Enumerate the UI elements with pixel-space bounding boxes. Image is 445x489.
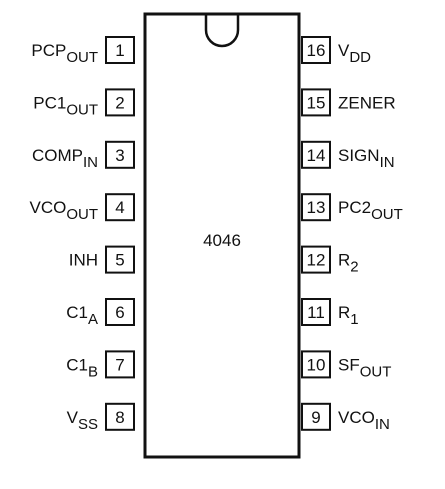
right-pin-number-12: 12 (307, 251, 326, 270)
right-pin-name-15: ZENER (338, 93, 396, 112)
left-pin-subscript-4: OUT (66, 206, 98, 223)
right-pin-label-9: VCOIN (338, 408, 390, 433)
right-pin-subscript-11: 1 (350, 311, 358, 328)
left-pin-number-8: 8 (115, 408, 124, 427)
right-pin-name-10: SF (338, 355, 360, 374)
left-pin-name-3: COMP (32, 146, 83, 165)
left-pin-name-7: C1 (66, 355, 88, 374)
left-pin-subscript-2: OUT (66, 101, 98, 118)
left-pin-box-6 (105, 298, 135, 326)
pin1-notch (204, 14, 240, 48)
left-pin-name-8: V (67, 408, 79, 427)
left-pin-label-5: INH (69, 251, 98, 270)
right-pin-label-12: R2 (338, 251, 359, 276)
right-pin-label-14: SIGNIN (338, 146, 395, 171)
left-pin-number-6: 6 (115, 303, 124, 322)
right-pin-label-11: R1 (338, 303, 359, 328)
right-pin-name-9: VCO (338, 408, 375, 427)
left-pin-box-7 (105, 350, 135, 379)
left-pin-label-4: VCOOUT (29, 198, 98, 223)
right-pin-number-10: 10 (307, 355, 326, 374)
left-pin-name-2: PC1 (33, 93, 66, 112)
right-pin-name-13: PC2 (338, 198, 371, 217)
chip-body (143, 12, 301, 459)
right-pin-label-13: PC2OUT (338, 198, 403, 223)
right-pin-subscript-16: DD (349, 49, 371, 66)
left-pin-number-7: 7 (115, 355, 124, 374)
left-pin-label-3: COMPIN (32, 146, 98, 171)
left-pin-name-6: C1 (66, 303, 88, 322)
left-pin-subscript-8: SS (78, 416, 98, 433)
right-pin-label-10: SFOUT (338, 355, 391, 380)
right-pin-subscript-13: OUT (371, 206, 403, 223)
right-pin-subscript-10: OUT (360, 363, 392, 380)
left-pin-label-1: PCPOUT (31, 41, 98, 66)
right-pin-box-15 (301, 88, 331, 117)
right-pin-number-13: 13 (307, 198, 326, 217)
left-pin-label-2: PC1OUT (33, 93, 98, 118)
right-pin-number-16: 16 (307, 41, 326, 60)
left-pin-name-4: VCO (29, 198, 66, 217)
chip-name: 4046 (203, 231, 241, 250)
left-pin-number-5: 5 (115, 251, 124, 270)
left-pin-box-8 (105, 402, 135, 431)
left-pin-subscript-7: B (88, 363, 98, 380)
left-pin-box-3 (105, 140, 135, 169)
left-pin-number-2: 2 (115, 93, 124, 112)
left-pin-label-8: VSS (67, 408, 98, 433)
left-pin-name-5: INH (69, 251, 98, 270)
left-pin-subscript-3: IN (83, 154, 98, 171)
left-pin-box-4 (105, 193, 135, 222)
right-pin-box-11 (301, 298, 331, 326)
right-pin-number-9: 9 (311, 408, 320, 427)
right-pin-number-11: 11 (307, 303, 325, 322)
right-pin-box-16 (301, 36, 331, 64)
left-pin-subscript-6: A (88, 311, 98, 328)
right-pin-name-12: R (338, 251, 350, 270)
right-pin-name-14: SIGN (338, 146, 380, 165)
right-pin-label-15: ZENER (338, 93, 396, 112)
right-pin-subscript-9: IN (375, 416, 390, 433)
right-pin-name-16: V (338, 41, 350, 60)
left-pin-number-4: 4 (115, 198, 124, 217)
right-pin-box-13 (301, 193, 331, 222)
left-pin-box-1 (105, 36, 135, 64)
right-pin-box-14 (301, 140, 331, 169)
left-pin-label-6: C1A (66, 303, 98, 328)
left-pin-subscript-1: OUT (66, 49, 98, 66)
right-pin-subscript-12: 2 (350, 259, 358, 276)
left-pin-number-3: 3 (115, 146, 124, 165)
left-pin-name-1: PCP (31, 41, 66, 60)
right-pin-label-16: VDD (338, 41, 371, 66)
right-pin-number-15: 15 (307, 93, 326, 112)
right-pin-subscript-14: IN (380, 154, 395, 171)
right-pin-box-10 (301, 350, 331, 379)
right-pin-number-14: 14 (307, 146, 326, 165)
left-pin-label-7: C1B (66, 355, 98, 380)
left-pin-box-2 (105, 88, 135, 117)
right-pin-name-11: R (338, 303, 350, 322)
right-pin-box-9 (301, 402, 331, 431)
left-pin-number-1: 1 (115, 41, 124, 60)
right-pin-box-12 (301, 245, 331, 274)
left-pin-box-5 (105, 245, 135, 274)
